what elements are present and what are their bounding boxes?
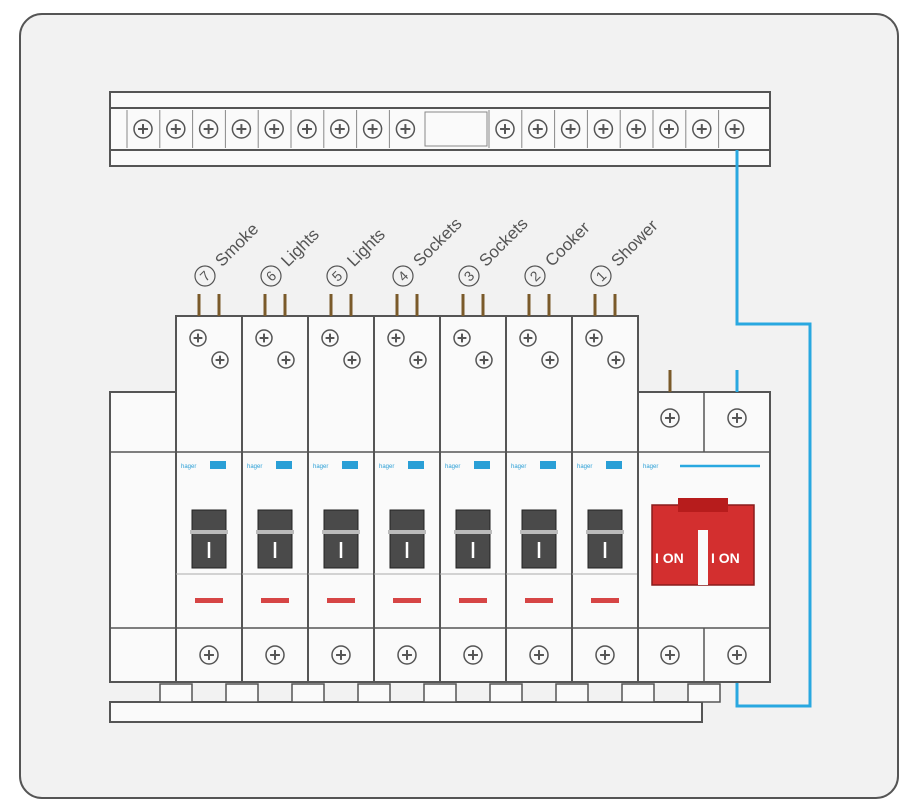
breaker-7[interactable]: hager	[175, 294, 243, 683]
breaker-toggle[interactable]	[190, 509, 228, 569]
screw-icon	[321, 329, 339, 347]
breaker-2[interactable]: hager	[505, 294, 573, 683]
screw-icon	[724, 119, 745, 139]
screw-icon	[331, 645, 351, 665]
screw-icon	[453, 329, 471, 347]
breaker-4[interactable]: hager	[373, 294, 441, 683]
screw-icon	[585, 329, 603, 347]
screw-icon	[395, 119, 416, 139]
screw-icon	[659, 119, 679, 139]
screw-icon	[362, 119, 383, 139]
breaker-toggle[interactable]	[454, 509, 492, 569]
screw-icon	[255, 329, 273, 347]
screw-icon	[264, 119, 284, 139]
screw-icon	[528, 119, 548, 139]
screw-icon	[560, 119, 581, 139]
svg-text:hager: hager	[379, 464, 394, 470]
screw-icon	[198, 119, 219, 139]
breaker-6[interactable]: hager	[241, 294, 309, 683]
screw-icon	[189, 329, 207, 347]
screw-icon	[211, 351, 229, 369]
screw-icon	[519, 329, 537, 347]
trip-indicator	[393, 598, 421, 603]
live-wire	[735, 150, 812, 708]
breaker-toggle[interactable]	[388, 509, 426, 569]
screw-icon	[409, 351, 427, 369]
screw-icon	[593, 119, 614, 139]
screw-icon	[495, 119, 515, 139]
neutral-terminal-bar	[109, 91, 771, 167]
svg-text:hager: hager	[511, 464, 526, 470]
main-switch-left-label: I ON	[655, 550, 684, 566]
screw-icon	[626, 119, 646, 139]
screw-icon	[231, 119, 252, 139]
breaker-3[interactable]: hager	[439, 294, 507, 683]
trip-indicator	[261, 598, 289, 603]
breaker-1[interactable]: hager	[571, 294, 639, 683]
trip-indicator	[525, 598, 553, 603]
screw-icon	[166, 119, 186, 139]
svg-text:hager: hager	[643, 464, 658, 470]
svg-text:hager: hager	[247, 464, 262, 470]
screw-icon	[595, 645, 615, 665]
screw-icon	[133, 119, 153, 139]
screw-icon	[541, 351, 559, 369]
svg-text:hager: hager	[577, 464, 592, 470]
screw-icon	[529, 645, 549, 665]
main-switch[interactable]: hager I ON I ON	[637, 370, 771, 683]
breaker-toggle[interactable]	[256, 509, 294, 569]
trip-indicator	[195, 598, 223, 603]
screw-icon	[277, 351, 295, 369]
screw-icon	[397, 645, 417, 665]
screw-icon	[343, 351, 361, 369]
screw-icon	[692, 119, 712, 139]
trip-indicator	[591, 598, 619, 603]
svg-text:hager: hager	[313, 464, 328, 470]
svg-text:hager: hager	[181, 464, 196, 470]
blank-cover	[109, 391, 177, 683]
breaker-toggle[interactable]	[520, 509, 558, 569]
breaker-toggle[interactable]	[322, 509, 360, 569]
screw-icon	[727, 408, 747, 428]
screw-icon	[607, 351, 625, 369]
screw-icon	[463, 645, 483, 665]
screw-icon	[387, 329, 405, 347]
main-switch-right-label: I ON	[711, 550, 740, 566]
screw-icon	[660, 408, 680, 428]
trip-indicator	[459, 598, 487, 603]
screw-icon	[660, 645, 680, 665]
trip-indicator	[327, 598, 355, 603]
screw-icon	[475, 351, 493, 369]
din-rail	[109, 683, 721, 723]
breaker-toggle[interactable]	[586, 509, 624, 569]
screw-icon	[727, 645, 747, 665]
screw-icon	[297, 119, 317, 139]
screw-icon	[199, 645, 219, 665]
screw-icon	[330, 119, 350, 139]
screw-icon	[265, 645, 285, 665]
breaker-5[interactable]: hager	[307, 294, 375, 683]
svg-text:hager: hager	[445, 464, 460, 470]
